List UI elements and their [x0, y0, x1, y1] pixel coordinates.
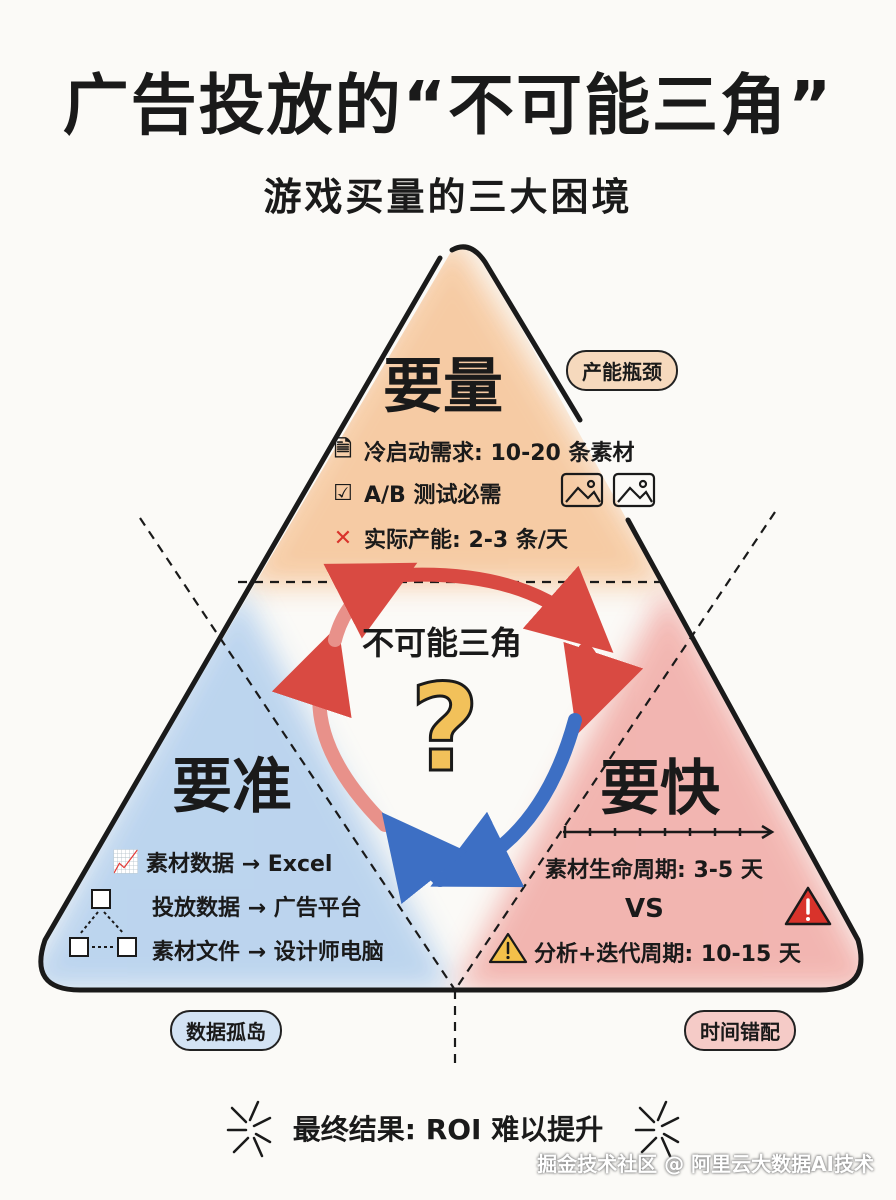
arrow-right-bottom — [430, 713, 582, 888]
left-line-2: 投放数据 → 广告平台 — [152, 890, 362, 922]
center-label: 不可能三角 — [362, 624, 523, 662]
top-line-1: 🗎 冷启动需求: 10-20 条素材 — [330, 432, 634, 470]
left-line-1-text: 素材数据 → Excel — [146, 852, 333, 877]
fill-right — [455, 585, 861, 990]
left-line-1: 📈 素材数据 → Excel — [112, 846, 332, 878]
left-heading: 要准 — [172, 752, 292, 822]
page-title: 广告投放的“不可能三角” — [62, 67, 834, 144]
question-mark-icon: ? — [409, 659, 482, 801]
top-line-1-text: 冷启动需求: 10-20 条素材 — [364, 441, 635, 466]
arrow-left-top — [323, 562, 418, 647]
top-line-2-text: A/B 测试必需 — [364, 483, 502, 508]
checkbox-icon: ☑ — [333, 480, 353, 506]
arrow-left-up — [271, 625, 392, 832]
burst-right-icon — [634, 1100, 680, 1158]
top-line-3: ✕ 实际产能: 2-3 条/天 — [330, 522, 568, 554]
watermark: 掘金技术社区 @ 阿里云大数据AI技术 — [537, 1152, 874, 1176]
top-line-3-text: 实际产能: 2-3 条/天 — [364, 528, 568, 553]
right-vs: VS — [625, 894, 664, 924]
right-line-1: 素材生命周期: 3-5 天 — [545, 858, 763, 883]
page-subtitle: 游戏买量的三大困境 — [263, 175, 633, 219]
warning-icon — [784, 886, 832, 926]
data-silo-icon — [69, 889, 137, 957]
document-icon: 🗎 — [334, 437, 352, 462]
left-line-3: 素材文件 → 设计师电脑 — [152, 934, 384, 966]
left-line-2-text: 投放数据 → 广告平台 — [152, 896, 362, 921]
chart-icon: 📈 — [112, 849, 140, 875]
top-heading: 要量 — [383, 352, 503, 422]
triangle-outline — [38, 244, 864, 993]
cross-icon: ✕ — [333, 525, 353, 551]
right-heading: 要快 — [600, 754, 720, 824]
left-tag: 数据孤岛 — [170, 1010, 282, 1051]
arrow-right-down — [563, 641, 644, 735]
arrow-left-bottom — [381, 812, 468, 905]
arrow-top-right — [396, 565, 614, 653]
top-tag: 产能瓶颈 — [566, 350, 678, 391]
result-text: 最终结果: ROI 难以提升 — [292, 1113, 604, 1146]
warning-small-icon — [488, 932, 528, 964]
right-line-2: 分析+迭代周期: 10-15 天 — [534, 942, 801, 967]
timeline-icon — [563, 824, 775, 840]
burst-left-icon — [226, 1100, 272, 1158]
fill-left — [40, 585, 455, 990]
top-line-2: ☑ A/B 测试必需 — [330, 477, 502, 509]
right-tag: 时间错配 — [684, 1010, 796, 1051]
left-line-3-text: 素材文件 → 设计师电脑 — [152, 940, 384, 965]
image-icon — [560, 472, 656, 508]
